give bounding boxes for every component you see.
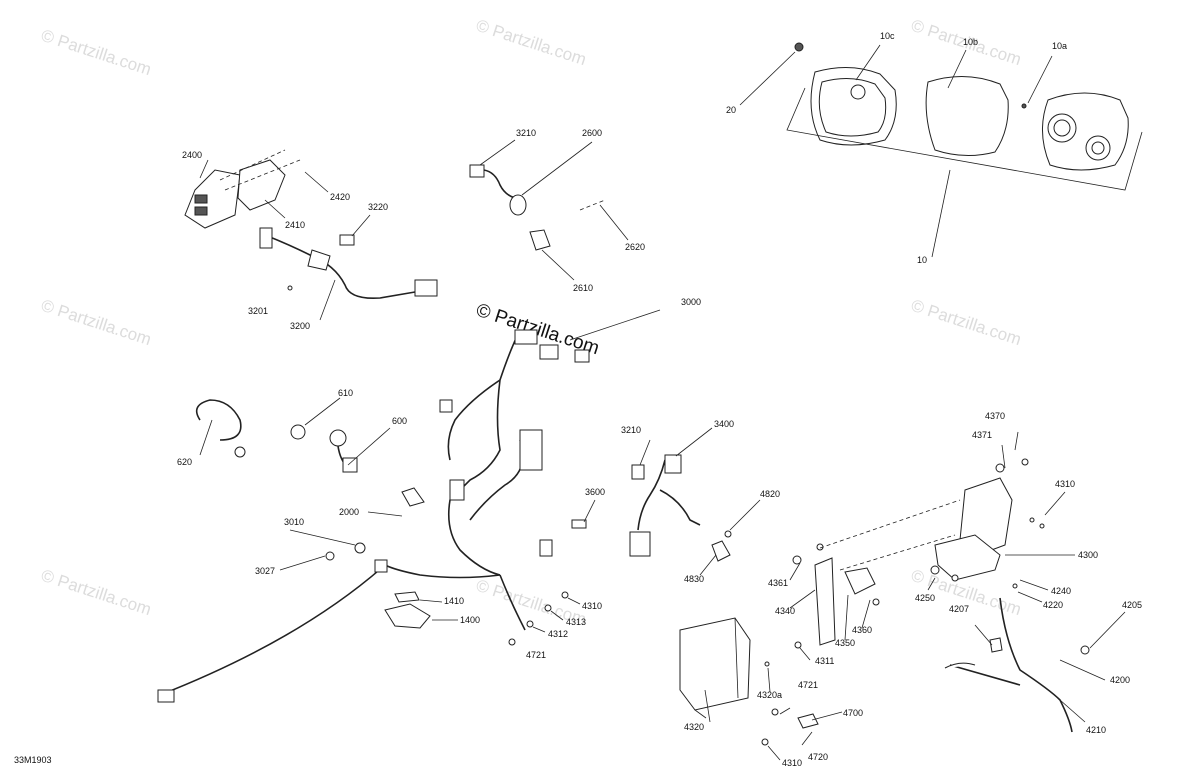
part-label: 4310 — [1055, 479, 1075, 489]
part-label: 4312 — [548, 629, 568, 639]
part-label: 4721 — [798, 680, 818, 690]
part-label: 4207 — [949, 604, 969, 614]
part-label: 1400 — [460, 615, 480, 625]
part-label: 4340 — [775, 606, 795, 616]
part-label: 4320 — [684, 722, 704, 732]
fasteners-center — [508, 591, 581, 646]
part-label: 4313 — [566, 617, 586, 627]
handlebar-switch-group — [184, 149, 329, 229]
part-label: 4310 — [782, 758, 802, 768]
part-label: 2420 — [330, 192, 350, 202]
part-label: 4371 — [972, 430, 992, 440]
sensor-group-top — [469, 139, 629, 281]
part-label: 2600 — [582, 128, 602, 138]
watermark: © Partzilla.com — [39, 566, 154, 619]
part-label: 4830 — [684, 574, 704, 584]
part-label: 10c — [880, 31, 895, 41]
part-label: 3000 — [681, 297, 701, 307]
part-label: 4360 — [852, 625, 872, 635]
watermark: © Partzilla.com — [909, 296, 1024, 349]
part-label: 4250 — [915, 593, 935, 603]
part-labels: 10c 10b 10a 20 10 2400 2420 2410 3220 32… — [177, 31, 1142, 768]
part-label: 10a — [1052, 41, 1067, 51]
part-label: 3200 — [290, 321, 310, 331]
instrument-cluster-group — [739, 42, 1143, 258]
part-label: 3201 — [248, 306, 268, 316]
part-label: 2000 — [339, 507, 359, 517]
part-label: 4311 — [815, 656, 834, 666]
part-label: 4310 — [582, 601, 602, 611]
part-label: 4721 — [526, 650, 546, 660]
watermark: © Partzilla.com — [474, 16, 589, 69]
part-label: 4700 — [843, 708, 863, 718]
watermark: © Partzilla.com — [39, 26, 154, 79]
part-label: 3010 — [284, 517, 304, 527]
part-label: 2620 — [625, 242, 645, 252]
part-label: 3600 — [585, 487, 605, 497]
part-label: 3400 — [714, 419, 734, 429]
part-label: 4361 — [768, 578, 788, 588]
diagram-code: 33M1903 — [14, 755, 52, 765]
part-label: 10b — [963, 37, 978, 47]
part-label: 600 — [392, 416, 407, 426]
part-label: 2410 — [285, 220, 305, 230]
part-label: 10 — [917, 255, 927, 265]
part-label: 3220 — [368, 202, 388, 212]
harness-3400 — [629, 427, 761, 576]
part-label: 4370 — [985, 411, 1005, 421]
part-label: 4300 — [1078, 550, 1098, 560]
main-wiring-harness — [157, 309, 661, 703]
part-label: 2400 — [182, 150, 202, 160]
part-label: 3210 — [621, 425, 641, 435]
part-label: 4720 — [808, 752, 828, 762]
bracket-4300-group — [927, 431, 1126, 733]
part-label: 20 — [726, 105, 736, 115]
part-label: 4220 — [1043, 600, 1063, 610]
part-label: 4350 — [835, 638, 855, 648]
harness-3200 — [259, 214, 438, 321]
part-label: 3027 — [255, 566, 275, 576]
part-label: 4200 — [1110, 675, 1130, 685]
part-label: 4240 — [1051, 586, 1071, 596]
part-label: 620 — [177, 457, 192, 467]
small-parts-left — [195, 397, 596, 629]
part-label: 3210 — [516, 128, 536, 138]
part-label: 4320a — [757, 690, 782, 700]
part-label: 4820 — [760, 489, 780, 499]
watermark: © Partzilla.com — [39, 296, 154, 349]
part-label: 4210 — [1086, 725, 1106, 735]
part-label: 4205 — [1122, 600, 1142, 610]
part-label: 610 — [338, 388, 353, 398]
part-label: 2610 — [573, 283, 593, 293]
battery-ecu-group — [679, 499, 961, 761]
part-label: 1410 — [444, 596, 464, 606]
